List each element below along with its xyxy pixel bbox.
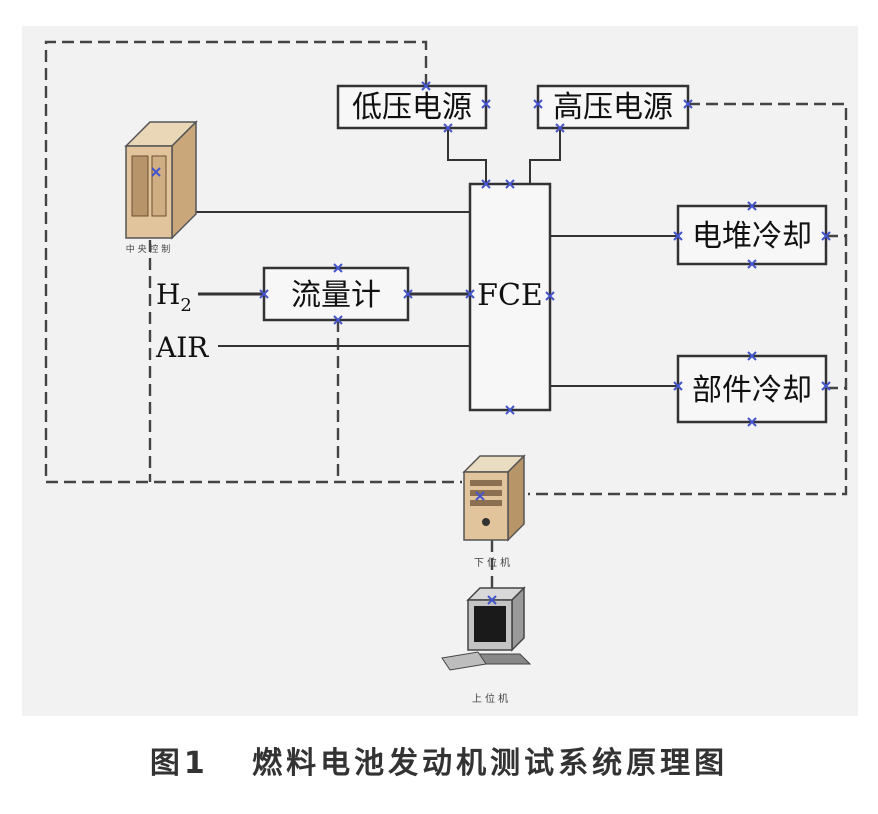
component-cooling-label: 部件冷却: [692, 373, 812, 408]
upper-computer-label: 上 位 机: [472, 692, 508, 705]
lower-computer-icon[interactable]: [462, 454, 526, 542]
lower-computer-label: 下 位 机: [474, 556, 510, 569]
dash-lowvoltage-to-lower: [44, 40, 462, 484]
central-controller-label: 中 央 控 制: [126, 243, 171, 255]
figure-caption: 图1 燃料电池发动机测试系统原理图: [0, 738, 878, 782]
fce-label: FCE: [477, 278, 543, 313]
stack-cooling-label: 电堆冷却: [692, 219, 812, 254]
flow-meter-block[interactable]: 流量计: [262, 266, 410, 322]
flow-meter-label: 流量计: [291, 278, 381, 313]
high-voltage-supply-label: 高压电源: [553, 90, 673, 125]
fce-block[interactable]: FCE: [468, 182, 552, 412]
low-voltage-supply-label: 低压电源: [352, 90, 472, 125]
central-controller-icon[interactable]: [124, 120, 198, 240]
figure-title: 燃料电池发动机测试系统原理图: [252, 746, 729, 781]
wire-highvoltage-fce: [529, 128, 561, 184]
upper-computer-icon[interactable]: [441, 586, 532, 671]
solid-wiring: [196, 128, 678, 387]
component-cooling-block[interactable]: 部件冷却: [676, 354, 828, 424]
figure-number: 图1: [149, 746, 209, 781]
connector-markers: [151, 81, 831, 605]
air-input-label: AIR: [155, 331, 209, 364]
dash-highvoltage-to-lower: [528, 102, 848, 496]
low-voltage-supply-block[interactable]: 低压电源: [336, 84, 488, 130]
h2-input-label: H2: [156, 278, 192, 316]
high-voltage-supply-block[interactable]: 高压电源: [536, 84, 690, 130]
stack-cooling-block[interactable]: 电堆冷却: [676, 204, 828, 266]
wire-lowvoltage-fce: [447, 128, 487, 184]
